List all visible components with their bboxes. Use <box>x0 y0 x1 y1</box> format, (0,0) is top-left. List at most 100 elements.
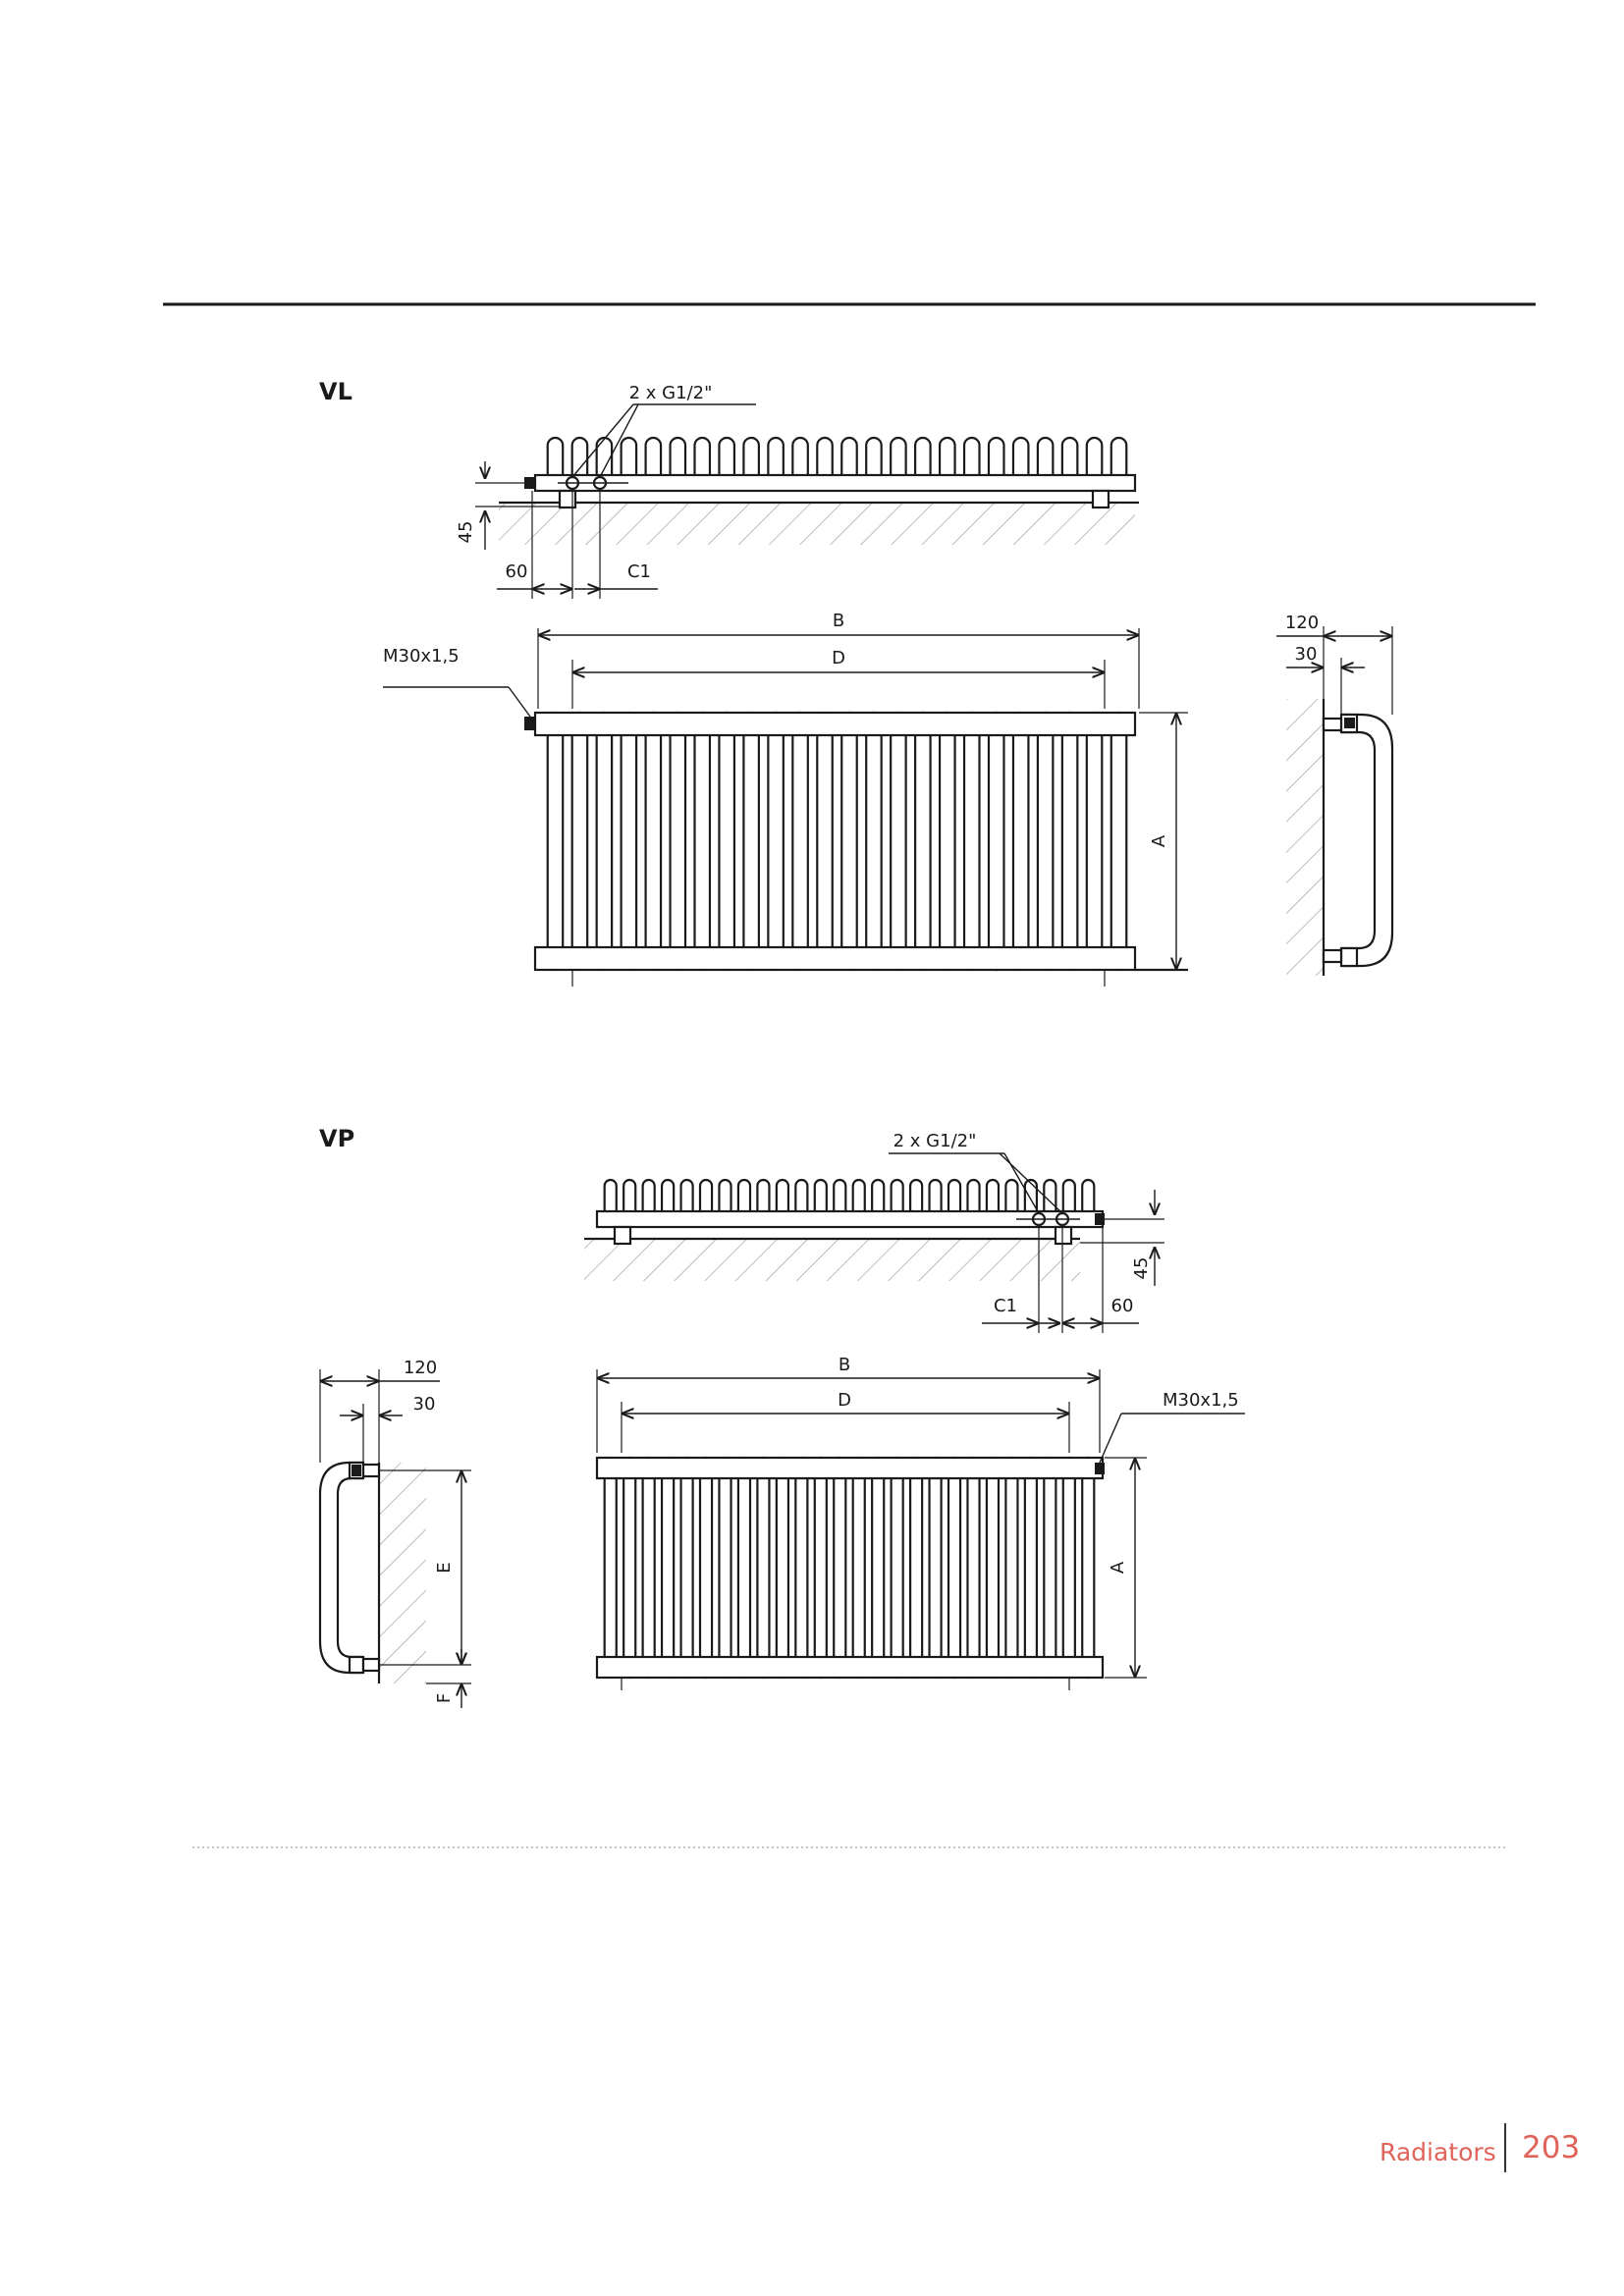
radiator-tube <box>1011 712 1030 971</box>
radiator-tube <box>985 1457 1001 1679</box>
radiator-tube <box>908 1456 924 1680</box>
radiator-tube <box>718 711 736 972</box>
radiator-tube <box>767 712 785 971</box>
radiator-tube <box>1061 1456 1076 1680</box>
radiator-tube <box>1110 711 1128 972</box>
radiator-fin <box>603 1178 618 1215</box>
radiator-tube <box>914 712 932 971</box>
vp-dim-60-label: 60 <box>1111 1296 1134 1316</box>
section-title-vl: VL <box>319 378 352 405</box>
radiator-tube <box>698 1456 714 1680</box>
vp-dim-45-label: 45 <box>1131 1257 1152 1280</box>
radiator-fin <box>570 436 589 479</box>
radiator-fin <box>1023 1178 1039 1215</box>
radiator-fin <box>914 437 932 479</box>
radiator-fin <box>1004 1178 1019 1215</box>
radiator-fin <box>833 1178 847 1215</box>
radiator-tube <box>947 1456 962 1680</box>
vl-thread-label: M30x1,5 <box>383 646 460 667</box>
radiator-tube <box>660 1456 676 1680</box>
radiator-tube <box>962 712 981 971</box>
radiator-fin <box>679 1178 694 1215</box>
footer-page-number: 203 <box>1522 2130 1581 2165</box>
radiator-tube <box>1004 1456 1019 1680</box>
radiator-fin <box>813 1178 828 1215</box>
vp-dim-120-label: 120 <box>404 1358 437 1378</box>
radiator-fin <box>620 437 638 479</box>
radiator-tube <box>775 1456 790 1680</box>
radiator-fin <box>890 437 907 479</box>
radiator-fin <box>865 436 883 479</box>
radiator-fin <box>1036 437 1055 479</box>
radiator-tube <box>1043 1456 1057 1680</box>
radiator-fin <box>962 437 981 479</box>
radiator-tube <box>736 1456 752 1680</box>
radiator-fin <box>938 436 956 479</box>
vl-connection-label: 2 x G1/2" <box>629 383 713 403</box>
radiator-fin <box>767 437 785 479</box>
radiator-fin <box>947 1178 962 1215</box>
radiator-tube <box>928 1456 943 1680</box>
radiator-fin <box>718 1178 732 1215</box>
footer-section-label: Radiators <box>1380 2138 1496 2166</box>
vl-dim-60-label: 60 <box>506 561 528 582</box>
radiator-fin <box>890 1178 904 1215</box>
radiator-fin <box>908 1178 924 1215</box>
radiator-fin <box>644 436 663 479</box>
radiator-tube <box>595 712 614 971</box>
section-title-vp: VP <box>319 1125 354 1152</box>
radiator-tube <box>669 712 687 971</box>
vp-top-view <box>584 1152 1164 1333</box>
radiator-fin <box>742 437 760 479</box>
radiator-fin <box>1011 437 1030 479</box>
radiator-fin <box>546 437 565 479</box>
radiator-tube <box>644 711 663 972</box>
radiator-fin <box>871 1178 886 1215</box>
vl-dim-b-label: B <box>833 611 844 631</box>
vp-dim-d-label: D <box>838 1390 851 1411</box>
radiator-fin <box>595 437 614 479</box>
radiator-fin <box>669 437 687 479</box>
radiator-fin <box>698 1178 714 1215</box>
radiator-tube <box>791 711 809 972</box>
radiator-tube <box>742 712 760 971</box>
radiator-tube <box>679 1456 694 1680</box>
radiator-tube <box>865 711 883 972</box>
footer-divider <box>1504 2123 1506 2172</box>
radiator-tube <box>1036 712 1055 971</box>
radiator-tube <box>1060 712 1079 971</box>
radiator-fin <box>1081 1179 1096 1215</box>
radiator-tube <box>570 711 589 972</box>
radiator-fin <box>985 1179 1001 1215</box>
radiator-tube <box>1023 1456 1039 1680</box>
radiator-tube <box>693 712 712 971</box>
radiator-fin <box>736 1178 752 1215</box>
vl-dim-120-label: 120 <box>1285 613 1319 633</box>
vp-thread-label: M30x1,5 <box>1163 1390 1239 1411</box>
radiator-tube <box>620 712 638 971</box>
radiator-fin <box>928 1178 943 1215</box>
radiator-tube <box>641 1456 656 1680</box>
vp-dim-f-label: F <box>434 1693 455 1703</box>
radiator-fin <box>1110 436 1128 479</box>
radiator-fin <box>775 1178 790 1215</box>
radiator-fin <box>660 1178 676 1215</box>
vp-side-view <box>318 1369 471 1708</box>
vl-dim-a-label: A <box>1149 834 1169 847</box>
radiator-tube <box>833 1456 847 1680</box>
radiator-tube <box>1085 712 1104 971</box>
vl-front-view <box>383 628 1188 987</box>
radiator-tube <box>794 1456 809 1680</box>
radiator-tube <box>603 1456 618 1680</box>
radiator-tube <box>966 1456 981 1680</box>
vl-dim-30-label: 30 <box>1295 644 1318 665</box>
radiator-tube <box>718 1456 732 1680</box>
radiator-tube <box>987 711 1005 972</box>
radiator-fin <box>718 436 736 479</box>
radiator-tube <box>546 712 565 971</box>
vp-front-view <box>595 1369 1245 1690</box>
radiator-fin <box>1060 437 1079 479</box>
radiator-fin <box>1061 1178 1076 1215</box>
radiator-fin <box>840 437 858 479</box>
